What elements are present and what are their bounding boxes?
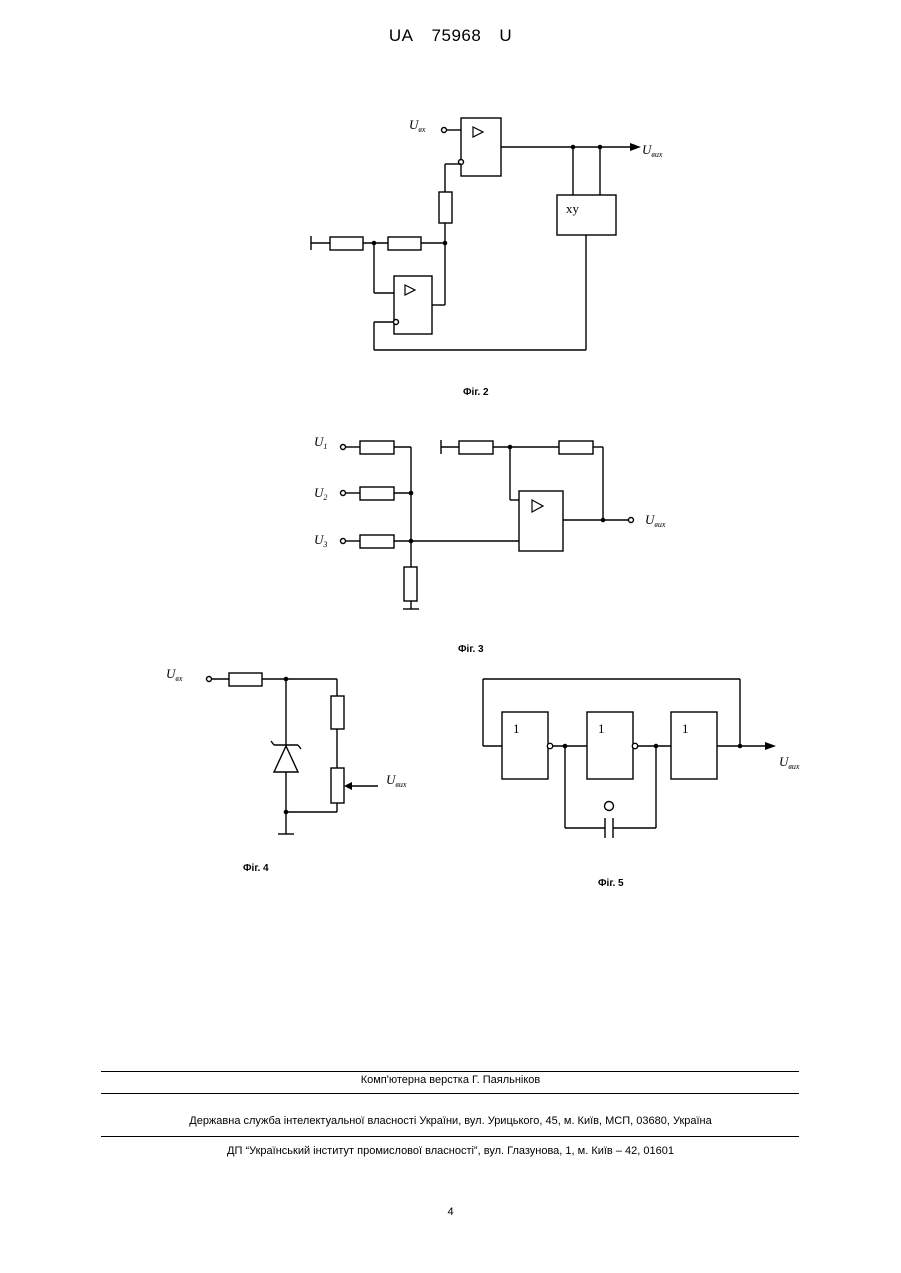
- fig2-opamp-main-triangle-icon: [473, 127, 483, 137]
- fig3-input-u2-terminal: [341, 491, 346, 496]
- fig3-resistor-feedback: [559, 441, 593, 454]
- footer-institute: ДП “Український інститут промислової вла…: [0, 1145, 901, 1157]
- fig4-resistor-series: [229, 673, 262, 686]
- fig2-resistor-2: [388, 237, 421, 250]
- fig3-input-u1-terminal: [341, 445, 346, 450]
- fig2-label-u-out: Uвих: [642, 142, 663, 159]
- fig4-circuit: [207, 673, 379, 834]
- fig5-gate1-label: 1: [513, 721, 520, 736]
- fig2-input-terminal: [442, 128, 447, 133]
- fig3-opamp: [519, 491, 563, 551]
- fig4-label-u-out: Uвих: [386, 772, 407, 789]
- fig2-multiplier-label: xy: [566, 201, 580, 216]
- fig3-label-u1: U1: [314, 434, 327, 451]
- footer-agency: Державна служба інтелектуальної власност…: [0, 1115, 901, 1127]
- fig2-resistor-feedback: [439, 192, 452, 223]
- fig5-inverter-1: [502, 712, 548, 779]
- footer-layout-credit: Комп'ютерна верстка Г. Паяльніков: [0, 1074, 901, 1086]
- fig3-output-terminal: [629, 518, 634, 523]
- fig5-output-arrow-icon: [765, 742, 776, 750]
- fig3-label-u2: U2: [314, 485, 327, 502]
- fig3-opamp-triangle-icon: [532, 500, 543, 512]
- footer-rule-bottom: [101, 1136, 799, 1137]
- fig4-potentiometer: [331, 768, 344, 803]
- fig3-label-u3: U3: [314, 532, 327, 549]
- fig5-circuit: [483, 679, 776, 838]
- fig5-gate2-label: 1: [598, 721, 605, 736]
- fig5-inverter-3: [671, 712, 717, 779]
- fig2-output-arrow-icon: [630, 143, 641, 151]
- fig4-input-terminal: [207, 677, 212, 682]
- fig5-capacitor-marker: [605, 802, 614, 811]
- fig2-opamp-secondary: [394, 276, 432, 334]
- footer-rule-middle: [101, 1093, 799, 1094]
- footer-rule-top: [101, 1071, 799, 1072]
- fig2-caption: Фіг. 2: [463, 387, 489, 398]
- fig3-resistor-u1: [360, 441, 394, 454]
- fig3-resistor-input-feedback: [459, 441, 493, 454]
- fig2-opamp-main: [461, 118, 501, 176]
- fig3-resistor-u3: [360, 535, 394, 548]
- fig4-wiper-arrow-icon: [344, 782, 352, 790]
- fig3-caption: Фіг. 3: [458, 644, 484, 655]
- fig5-label-u-out: Uвих: [779, 754, 800, 771]
- fig2-label-u-in: Uвх: [409, 117, 426, 134]
- fig3-resistor-u2: [360, 487, 394, 500]
- fig5-caption: Фіг. 5: [598, 878, 624, 889]
- fig3-input-u3-terminal: [341, 539, 346, 544]
- fig3-label-u-out: Uвих: [645, 512, 666, 529]
- page-number: 4: [0, 1206, 901, 1218]
- fig3-circuit: [341, 440, 634, 609]
- fig4-zener-diode-icon: [274, 746, 298, 772]
- fig5-gate3-label: 1: [682, 721, 689, 736]
- fig3-resistor-ground: [404, 567, 417, 601]
- fig2-opamp-secondary-triangle-icon: [405, 285, 415, 295]
- fig4-caption: Фіг. 4: [243, 863, 269, 874]
- fig2-resistor-1: [330, 237, 363, 250]
- fig4-resistor-top: [331, 696, 344, 729]
- fig5-inverter-2: [587, 712, 633, 779]
- fig4-label-u-in: Uвх: [166, 666, 183, 683]
- fig2-circuit: [311, 118, 641, 350]
